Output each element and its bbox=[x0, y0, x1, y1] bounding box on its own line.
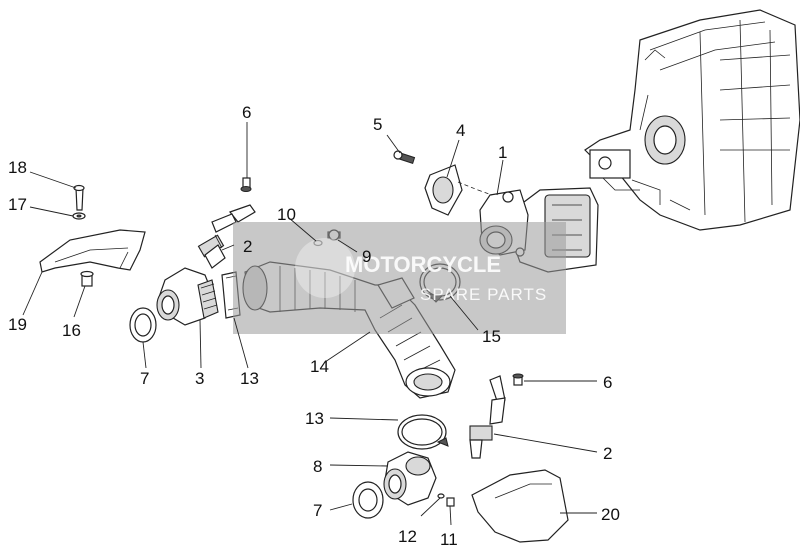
clamp-part-13-lower bbox=[397, 414, 449, 450]
watermark-subtitle: SPARE PARTS bbox=[420, 285, 547, 304]
cover-part-20 bbox=[471, 469, 569, 543]
engine-block bbox=[584, 9, 800, 231]
callout-2-upper: 2 bbox=[243, 237, 252, 256]
injector-part-2-lower bbox=[469, 375, 506, 459]
washer-part-17 bbox=[72, 212, 86, 220]
washer-part-12 bbox=[437, 493, 445, 499]
callout-13-lower: 13 bbox=[305, 409, 324, 428]
callout-15: 15 bbox=[482, 327, 501, 346]
intake-manifold-part-3 bbox=[156, 267, 219, 326]
callout-5: 5 bbox=[373, 115, 382, 134]
callout-7-left: 7 bbox=[140, 369, 149, 388]
callout-1: 1 bbox=[498, 143, 507, 162]
leader-lines bbox=[22, 122, 598, 526]
callout-8: 8 bbox=[313, 457, 322, 476]
callout-12: 12 bbox=[398, 527, 417, 546]
callout-11: 11 bbox=[440, 530, 458, 549]
callout-14: 14 bbox=[310, 357, 329, 376]
callout-16: 16 bbox=[62, 321, 81, 340]
nut-part-16 bbox=[80, 270, 94, 287]
callout-13-left: 13 bbox=[240, 369, 259, 388]
screw-part-18 bbox=[73, 184, 85, 211]
callout-3: 3 bbox=[195, 369, 204, 388]
screw-part-6-top bbox=[240, 177, 252, 192]
injector-part-2-upper bbox=[197, 204, 256, 269]
callout-17: 17 bbox=[8, 195, 27, 214]
callout-2-lower: 2 bbox=[603, 444, 612, 463]
gasket-part-7-lower bbox=[352, 481, 384, 519]
screw-part-6-bottom bbox=[512, 373, 524, 386]
callout-6-bottom: 6 bbox=[603, 373, 612, 392]
callout-18: 18 bbox=[8, 158, 27, 177]
callout-19: 19 bbox=[8, 315, 27, 334]
manifold-part-8 bbox=[383, 451, 437, 506]
callout-10: 10 bbox=[277, 205, 296, 224]
cover-part-19 bbox=[39, 229, 146, 273]
gasket-part-7-left bbox=[129, 307, 157, 343]
bracket-part-4 bbox=[424, 164, 493, 216]
callout-20: 20 bbox=[601, 505, 620, 524]
callout-labels: 1 4 5 6 18 17 10 2 9 19 16 15 14 7 3 13 … bbox=[8, 103, 620, 549]
watermark: MOTORCYCLE SPARE PARTS bbox=[233, 222, 566, 334]
callout-9: 9 bbox=[362, 247, 371, 266]
callout-4: 4 bbox=[456, 121, 465, 140]
screw-part-5 bbox=[393, 150, 416, 164]
watermark-title: MOTORCYCLE bbox=[345, 252, 501, 277]
callout-7-lower: 7 bbox=[313, 501, 322, 520]
plug-part-11 bbox=[446, 497, 455, 507]
callout-6-top: 6 bbox=[242, 103, 251, 122]
